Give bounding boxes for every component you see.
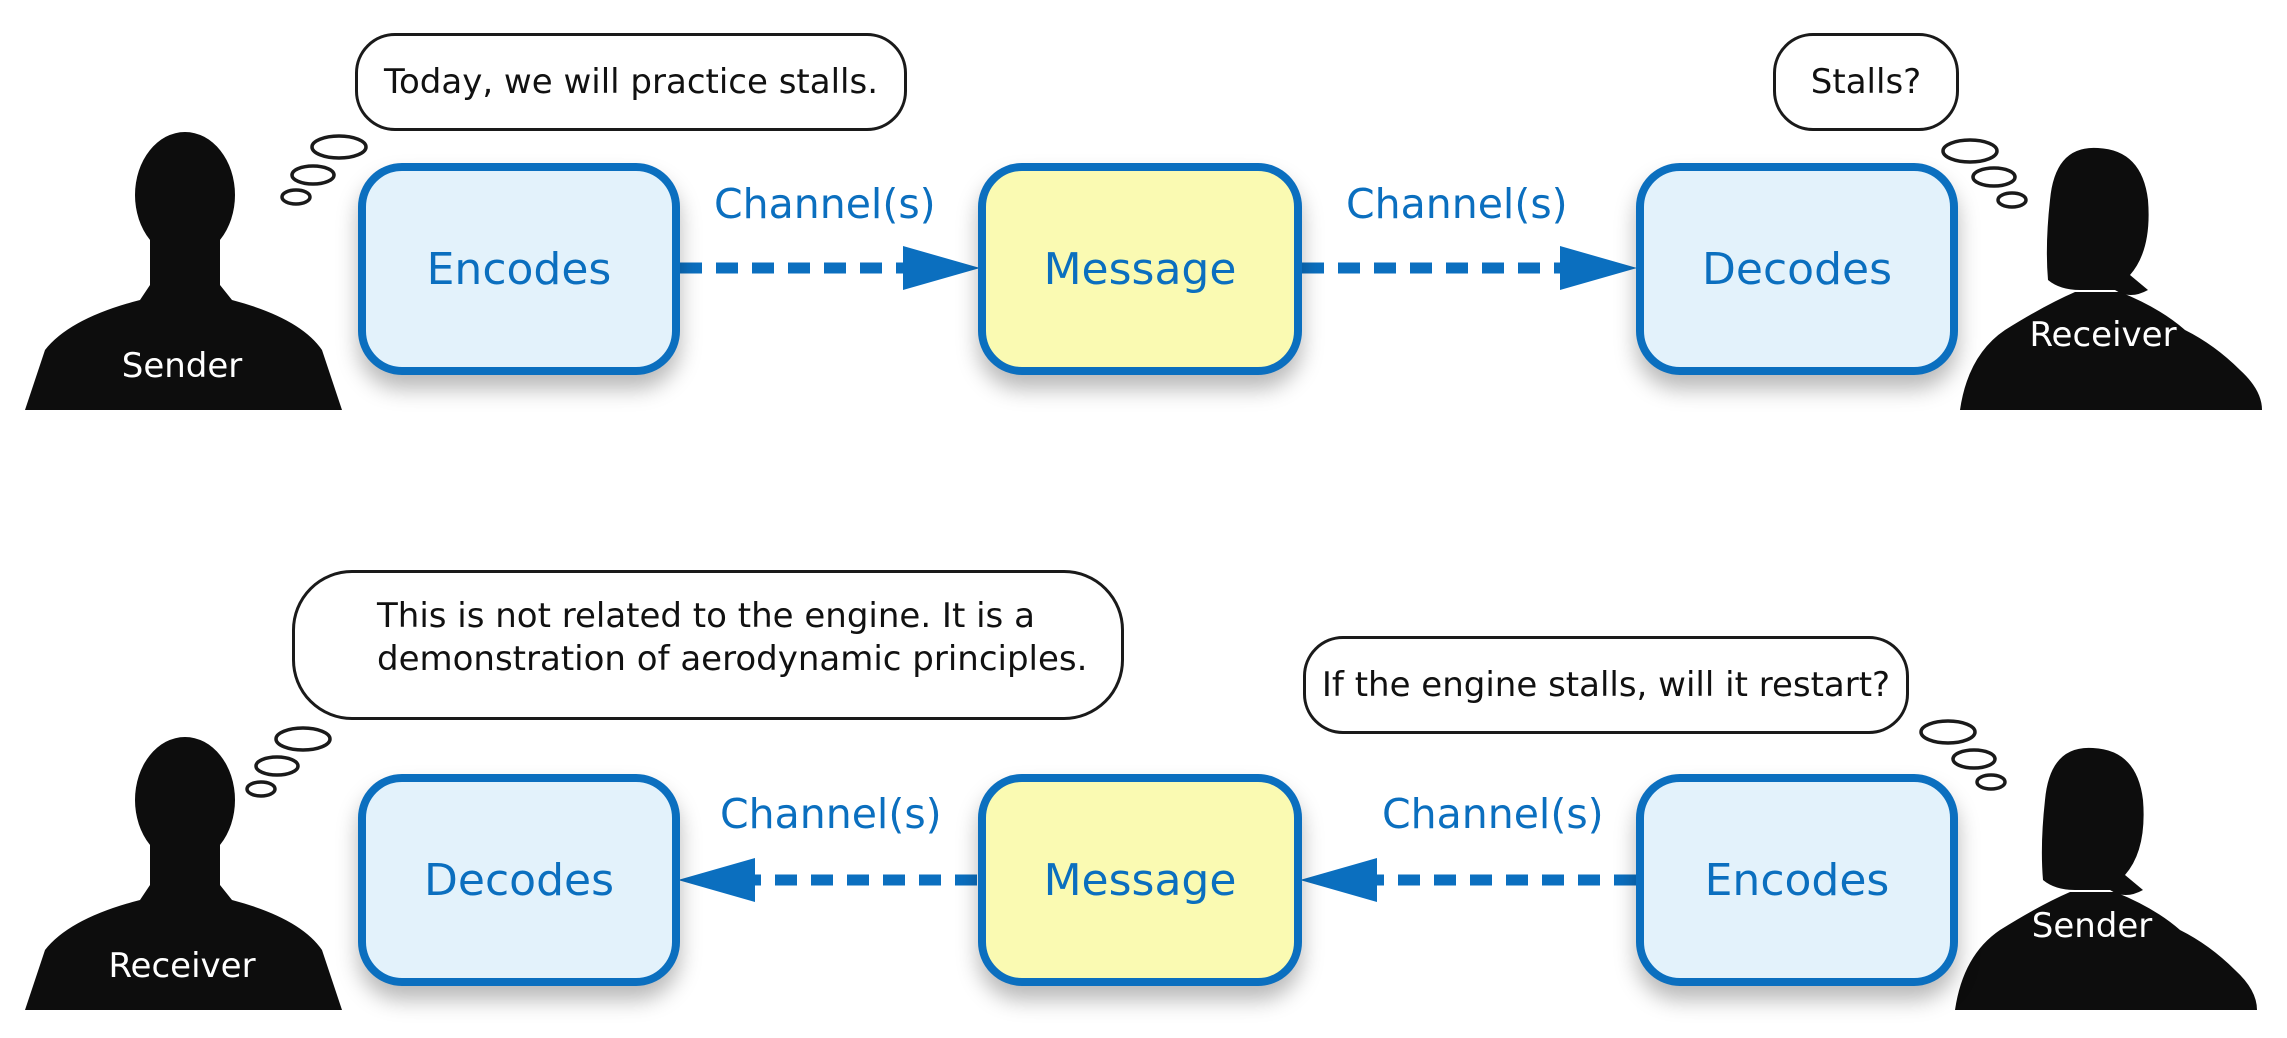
decodes-label-bottom: Decodes	[424, 854, 614, 906]
receiver-bubble-line-1: This is not related to the engine. It is…	[377, 596, 1035, 636]
thought-dots-top-left	[280, 134, 368, 206]
arrow-encodes-to-message	[680, 246, 980, 290]
receiver-label: Receiver	[2029, 315, 2177, 355]
encodes-label: Encodes	[426, 243, 612, 295]
receiver-speech-bubble: Stalls?	[1773, 33, 1959, 131]
sender-speech-bubble-bottom: If the engine stalls, will it restart?	[1303, 636, 1909, 734]
arrow-message-to-decodes-bottom	[678, 858, 977, 902]
sender-bubble-text-bottom: If the engine stalls, will it restart?	[1321, 665, 1891, 705]
channel-label-top-left: Channel(s)	[714, 180, 936, 228]
thought-dots-bottom-left	[245, 726, 332, 798]
channel-label-bottom-right: Channel(s)	[1382, 790, 1604, 838]
receiver-speech-bubble-bottom: This is not related to the engine. It is…	[292, 570, 1124, 720]
decodes-label: Decodes	[1702, 243, 1892, 295]
message-node-bottom: Message	[978, 774, 1302, 986]
thought-dots-top-right	[1941, 138, 2028, 209]
sender-speech-bubble: Today, we will practice stalls.	[355, 33, 907, 131]
receiver-bubble-text: Stalls?	[1810, 62, 1922, 102]
encodes-node: Encodes	[358, 163, 680, 375]
male-silhouette-icon	[25, 737, 342, 1010]
sender-label: Sender	[121, 346, 243, 386]
receiver-bubble-line-2: demonstration of aerodynamic principles.	[377, 639, 1088, 679]
message-label: Message	[1043, 243, 1237, 295]
female-silhouette-icon	[1960, 147, 2262, 410]
arrow-message-to-decodes	[1302, 246, 1637, 290]
message-label-bottom: Message	[1043, 854, 1237, 906]
receiver-label-bottom: Receiver	[108, 946, 256, 986]
female-silhouette-icon	[1955, 747, 2257, 1010]
male-silhouette-icon	[25, 132, 342, 410]
message-node: Message	[978, 163, 1302, 375]
thought-dots-bottom-right	[1919, 719, 2007, 791]
encodes-node-bottom: Encodes	[1636, 774, 1958, 986]
arrow-encodes-to-message-bottom	[1300, 858, 1636, 902]
sender-label-bottom: Sender	[2031, 906, 2153, 946]
channel-label-top-right: Channel(s)	[1346, 180, 1568, 228]
channel-label-bottom-left: Channel(s)	[720, 790, 942, 838]
decodes-node: Decodes	[1636, 163, 1958, 375]
decodes-node-bottom: Decodes	[358, 774, 680, 986]
sender-bubble-text: Today, we will practice stalls.	[383, 62, 878, 102]
encodes-label-bottom: Encodes	[1704, 854, 1890, 906]
